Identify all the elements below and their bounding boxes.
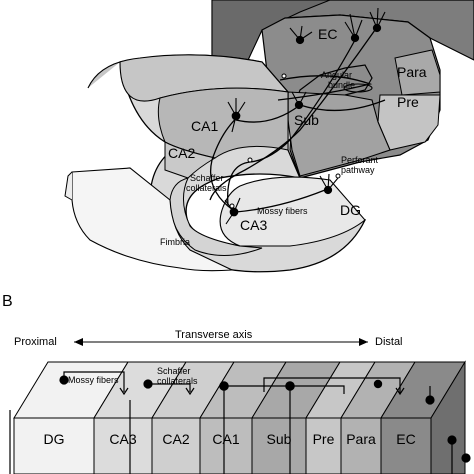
panel-b: B Proximal Transverse axis Distal DG CA3 C… xyxy=(2,293,471,474)
angular-bundle-ring xyxy=(343,83,373,93)
mossy-soma xyxy=(59,375,69,385)
ca3-region xyxy=(169,177,263,257)
terminal-dot-4 xyxy=(229,203,235,209)
block-face-ec xyxy=(380,417,432,474)
panel-a: EC Para Pre Sub CA1 CA2 CA3 DG Fimbria A… xyxy=(64,0,474,273)
subregion-strip: DG CA3 CA2 CA1 Sub Pre Para EC xyxy=(13,360,466,474)
label-sub: Sub xyxy=(294,112,319,128)
axis-arrowhead-right xyxy=(359,338,368,346)
ca1-soma xyxy=(219,381,229,391)
mossy-terminal xyxy=(119,387,129,396)
fiber-schematic xyxy=(9,371,471,474)
schaffer-fiber xyxy=(210,114,241,211)
axis-title: Transverse axis xyxy=(175,329,253,341)
ca2-region xyxy=(164,141,217,179)
label-perforant-1: Perforant xyxy=(341,155,379,165)
block-label-sub: Sub xyxy=(267,431,292,447)
fimbria-region xyxy=(71,167,233,272)
perforant-fiber-1 xyxy=(209,29,376,201)
ec-soma-deep xyxy=(447,435,457,445)
label-ca1: CA1 xyxy=(191,118,218,134)
label-angular-1: Angular xyxy=(321,70,352,80)
ec-input-line xyxy=(263,377,401,394)
neuron-ca3 xyxy=(224,197,241,225)
panel-b-letter: B xyxy=(2,293,13,310)
block-face-sub xyxy=(251,417,307,474)
ec-soma-deep-2 xyxy=(461,453,471,463)
label-schaffer-b-2: collaterals xyxy=(157,376,198,386)
label-perforant-2: pathway xyxy=(341,165,375,175)
axis-proximal-label: Proximal xyxy=(14,336,57,348)
label-ca3: CA3 xyxy=(240,217,267,233)
mossy-fiber xyxy=(235,189,326,213)
schaffer-terminal xyxy=(185,387,195,396)
block-face-dg xyxy=(13,417,95,474)
label-schaffer-a-1: Schaffer xyxy=(190,173,223,183)
block-face-para xyxy=(340,417,382,474)
label-ec: EC xyxy=(318,26,337,42)
neuron-dg xyxy=(319,173,339,195)
perforant-fiber-2 xyxy=(227,39,356,206)
label-pre: Pre xyxy=(397,94,419,110)
block-face-ca1 xyxy=(199,417,253,474)
neuron-sub xyxy=(291,91,307,110)
dg-region xyxy=(219,176,366,247)
label-mossy-b: Mossy fibers xyxy=(68,375,119,385)
terminal-dot-1 xyxy=(281,73,287,79)
para-region xyxy=(394,49,441,96)
label-schaffer-b-1: Schaffer xyxy=(157,366,190,376)
label-fimbria: Fimbria xyxy=(160,237,190,247)
pre-terminal xyxy=(395,387,405,396)
block-label-ca3: CA3 xyxy=(109,431,136,447)
schaffer-fiber-b xyxy=(152,383,191,392)
label-ca2: CA2 xyxy=(168,145,195,161)
block-label-ec: EC xyxy=(396,431,415,447)
axis-arrowhead-left xyxy=(74,338,83,346)
block-label-ca2: CA2 xyxy=(162,431,189,447)
neuron-ec-1 xyxy=(344,13,363,43)
label-dg: DG xyxy=(340,202,361,218)
neuron-ec-3 xyxy=(289,25,313,45)
schaffer-soma xyxy=(143,379,153,389)
pre-soma xyxy=(373,379,383,389)
sub-to-pre-line xyxy=(290,385,345,394)
axis-distal-label: Distal xyxy=(375,336,403,348)
cornu-top-face xyxy=(87,54,290,102)
fimbria-edge xyxy=(64,171,73,201)
block-label-para: Para xyxy=(346,431,376,447)
label-schaffer-a-2: collaterals xyxy=(186,183,227,193)
label-angular-2: bundle xyxy=(328,80,355,90)
strip-end-face xyxy=(430,360,466,474)
block-face-ca2 xyxy=(151,417,201,474)
terminal-dot-3 xyxy=(335,173,341,179)
ca1-region xyxy=(157,87,289,159)
angular-fiber xyxy=(277,75,373,101)
ec-soma-b xyxy=(425,395,435,405)
label-para: Para xyxy=(397,64,427,80)
label-mossy-a: Mossy fibers xyxy=(257,206,308,216)
block-label-dg: DG xyxy=(44,431,65,447)
block-label-pre: Pre xyxy=(313,431,335,447)
block-face-ca3 xyxy=(93,417,153,474)
terminal-dot-2 xyxy=(247,157,253,163)
block-face-pre xyxy=(305,417,342,474)
block-label-ca1: CA1 xyxy=(212,431,239,447)
neuron-ec-2 xyxy=(369,7,386,33)
neuron-ca1 xyxy=(227,98,246,133)
